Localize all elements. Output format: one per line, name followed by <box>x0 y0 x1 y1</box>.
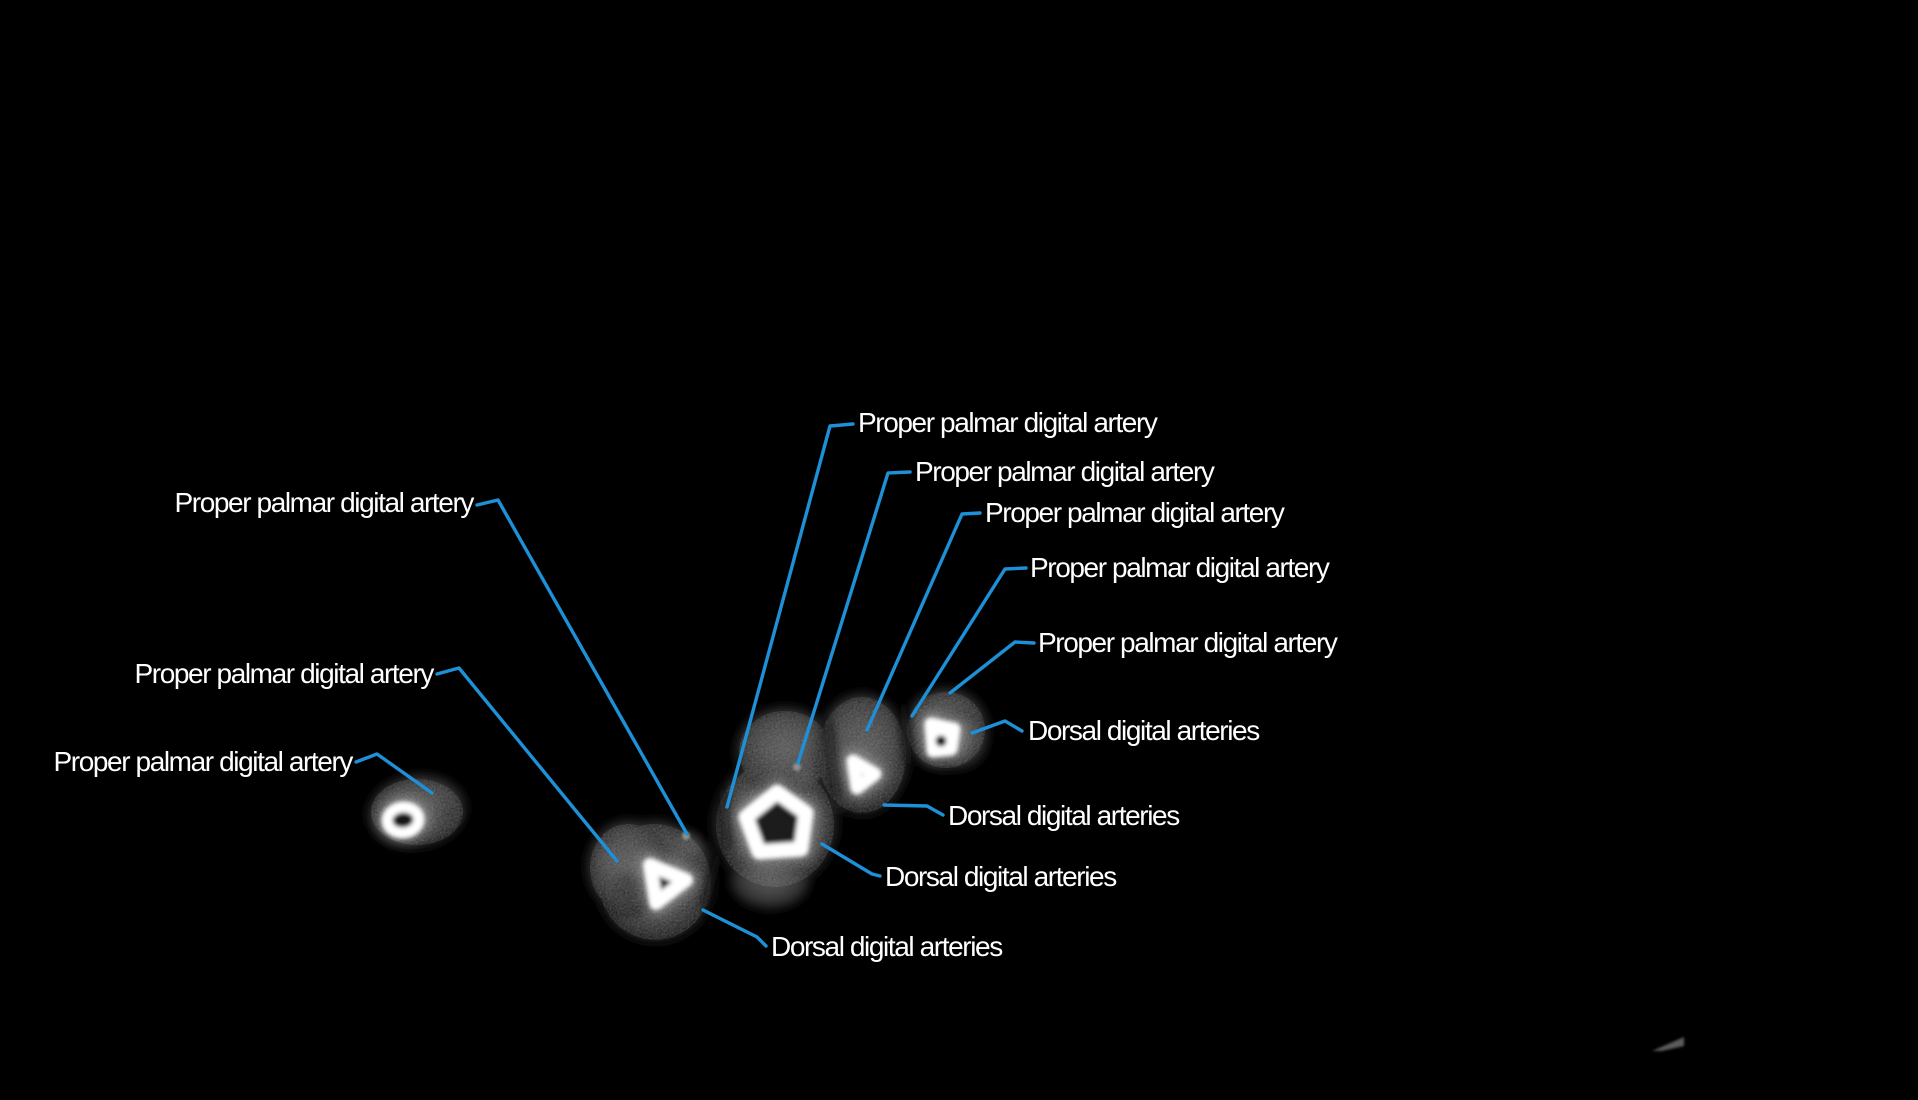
label-proper-palmar-digital-artery-right-5: Proper palmar digital artery <box>1038 627 1338 658</box>
label-proper-palmar-digital-artery-right-3: Proper palmar digital artery <box>985 497 1285 528</box>
leader-line-proper-palmar-digital-artery-right-4 <box>910 566 1028 718</box>
phalanx-bones <box>377 713 965 915</box>
thumb-phalanx-bone <box>381 801 425 839</box>
leader-line-proper-palmar-digital-artery-left-1 <box>475 498 689 836</box>
label-proper-palmar-digital-artery-left-1: Proper palmar digital artery <box>174 487 475 518</box>
leader-line-proper-palmar-digital-artery-right-2 <box>796 470 912 765</box>
label-dorsal-digital-arteries-4: Dorsal digital arteries <box>771 931 1003 962</box>
leader-line-proper-palmar-digital-artery-left-2 <box>435 666 619 863</box>
image-artifact <box>1652 1037 1684 1051</box>
interdigital-creases <box>702 702 913 909</box>
label-dorsal-digital-arteries-1: Dorsal digital arteries <box>1028 715 1260 746</box>
little-phalanx-cavity <box>935 735 947 747</box>
leader-line-proper-palmar-digital-artery-right-5 <box>948 640 1036 695</box>
leader-line-dorsal-digital-arteries-3 <box>820 842 882 878</box>
leader-line-proper-palmar-digital-artery-right-1 <box>725 422 855 809</box>
vessel-dots <box>682 763 801 840</box>
leader-line-dorsal-digital-arteries-4 <box>701 908 768 948</box>
middle-phalanx-bone <box>738 784 814 860</box>
label-proper-palmar-digital-artery-left-3: Proper palmar digital artery <box>53 746 354 777</box>
leader-line-proper-palmar-digital-artery-right-3 <box>865 511 982 732</box>
label-proper-palmar-digital-artery-left-2: Proper palmar digital artery <box>134 658 435 689</box>
label-proper-palmar-digital-artery-right-1: Proper palmar digital artery <box>858 407 1158 438</box>
label-dorsal-digital-arteries-3: Dorsal digital arteries <box>885 861 1117 892</box>
label-proper-palmar-digital-artery-right-4: Proper palmar digital artery <box>1030 552 1330 583</box>
leader-line-dorsal-digital-arteries-1 <box>970 719 1024 735</box>
ring-phalanx-bone <box>846 754 882 795</box>
index-phalanx-bone <box>643 858 693 910</box>
label-proper-palmar-digital-artery-right-2: Proper palmar digital artery <box>915 456 1215 487</box>
leader-line-proper-palmar-digital-artery-left-3 <box>354 752 434 795</box>
label-dorsal-digital-arteries-2: Dorsal digital arteries <box>948 800 1180 831</box>
leader-line-dorsal-digital-arteries-2 <box>882 803 945 817</box>
